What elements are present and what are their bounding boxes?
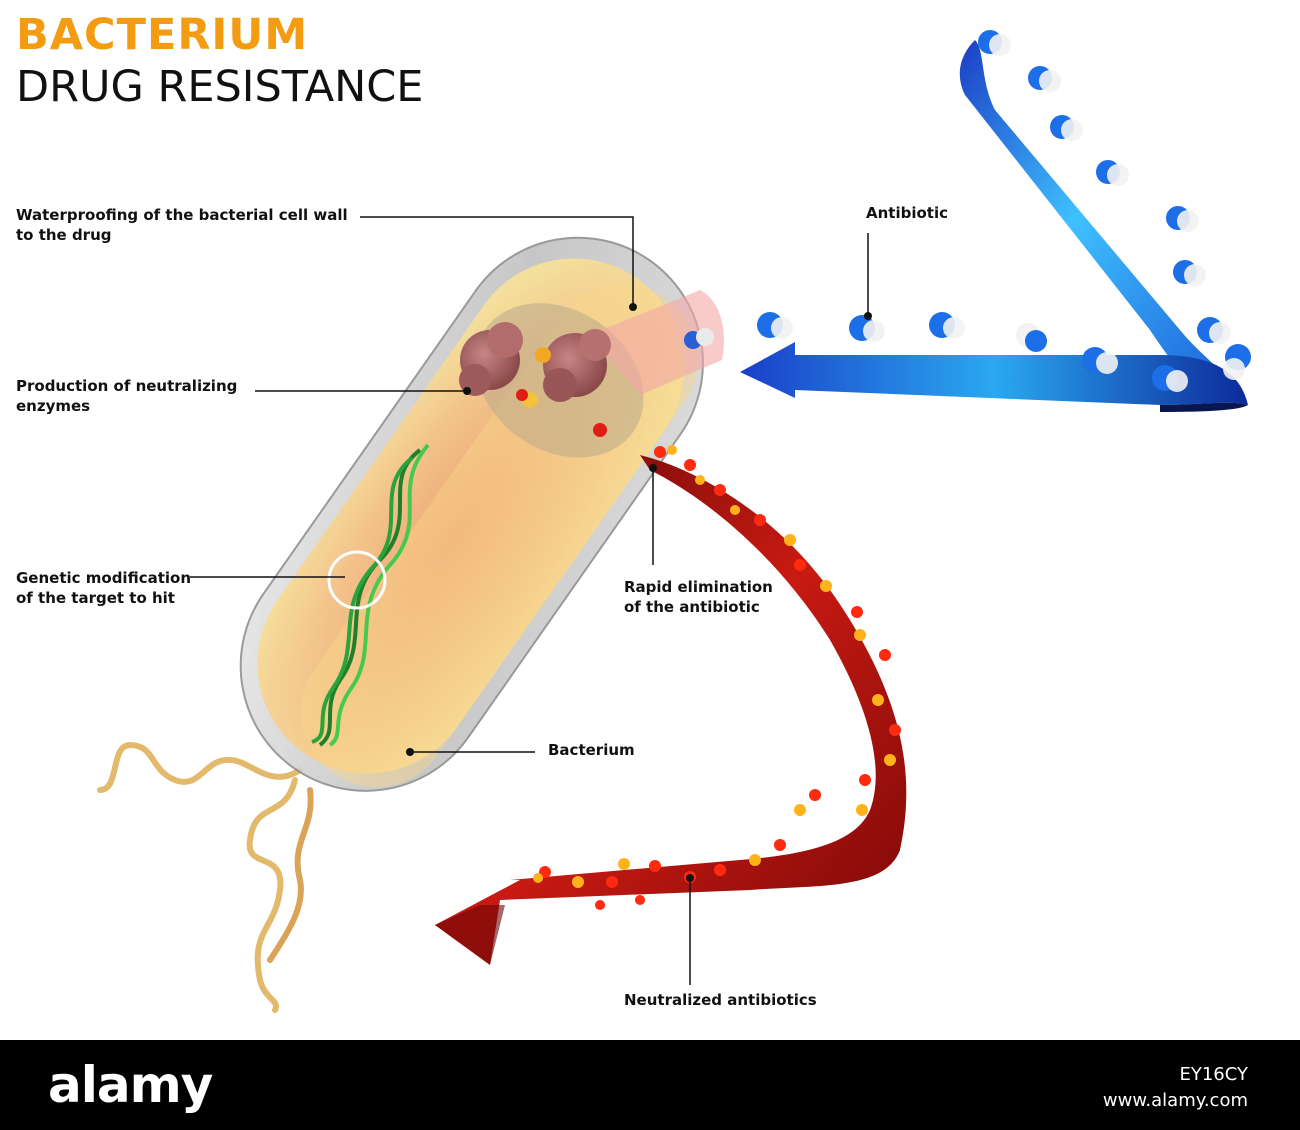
label-neutralized: Neutralized antibiotics bbox=[624, 991, 817, 1009]
watermark-footer: alamy EY16CY www.alamy.com bbox=[0, 1040, 1300, 1130]
label-elimination-line2: of the antibiotic bbox=[624, 598, 760, 616]
site-url: www.alamy.com bbox=[1102, 1090, 1248, 1111]
label-genetic-line1: Genetic modification bbox=[16, 569, 192, 587]
waterproof-patch bbox=[590, 290, 724, 395]
enzyme-blobs bbox=[459, 322, 611, 402]
antibiotic-pills bbox=[757, 30, 1251, 392]
label-enzymes-line2: enzymes bbox=[16, 397, 91, 415]
label-elimination-line1: Rapid elimination bbox=[624, 578, 773, 596]
genetic-target-circle bbox=[327, 550, 387, 610]
label-enzymes-line1: Production of neutralizing bbox=[16, 377, 238, 395]
stock-id: EY16CY bbox=[1179, 1064, 1248, 1085]
label-genetic: Genetic modification of the target to hi… bbox=[16, 568, 191, 608]
bacterium-body bbox=[239, 236, 704, 792]
alamy-logo: alamy bbox=[48, 1056, 213, 1114]
diagram-title: BACTERIUM bbox=[16, 10, 309, 60]
label-enzymes: Production of neutralizing enzymes bbox=[16, 376, 237, 416]
diagram-subtitle: DRUG RESISTANCE bbox=[16, 62, 424, 112]
antibiotic-arrow bbox=[740, 40, 1248, 412]
label-bacterium: Bacterium bbox=[548, 741, 635, 759]
diagram-illustration bbox=[97, 30, 1251, 1013]
leader-dots bbox=[406, 303, 872, 882]
label-waterproofing-line1: Waterproofing of the bacterial cell wall bbox=[16, 206, 348, 224]
diagram-canvas: BACTERIUM DRUG RESISTANCE Waterproofing … bbox=[16, 10, 1251, 1013]
flagella bbox=[97, 741, 314, 1013]
label-antibiotic: Antibiotic bbox=[866, 204, 948, 222]
enzyme-pills bbox=[516, 328, 714, 437]
label-elimination: Rapid elimination of the antibiotic bbox=[624, 577, 773, 617]
label-waterproofing: Waterproofing of the bacterial cell wall… bbox=[16, 205, 348, 245]
neutralized-arrow bbox=[435, 455, 907, 965]
label-genetic-line2: of the target to hit bbox=[16, 589, 175, 607]
leader-lines bbox=[190, 216, 869, 985]
label-waterproofing-line2: to the drug bbox=[16, 226, 112, 244]
